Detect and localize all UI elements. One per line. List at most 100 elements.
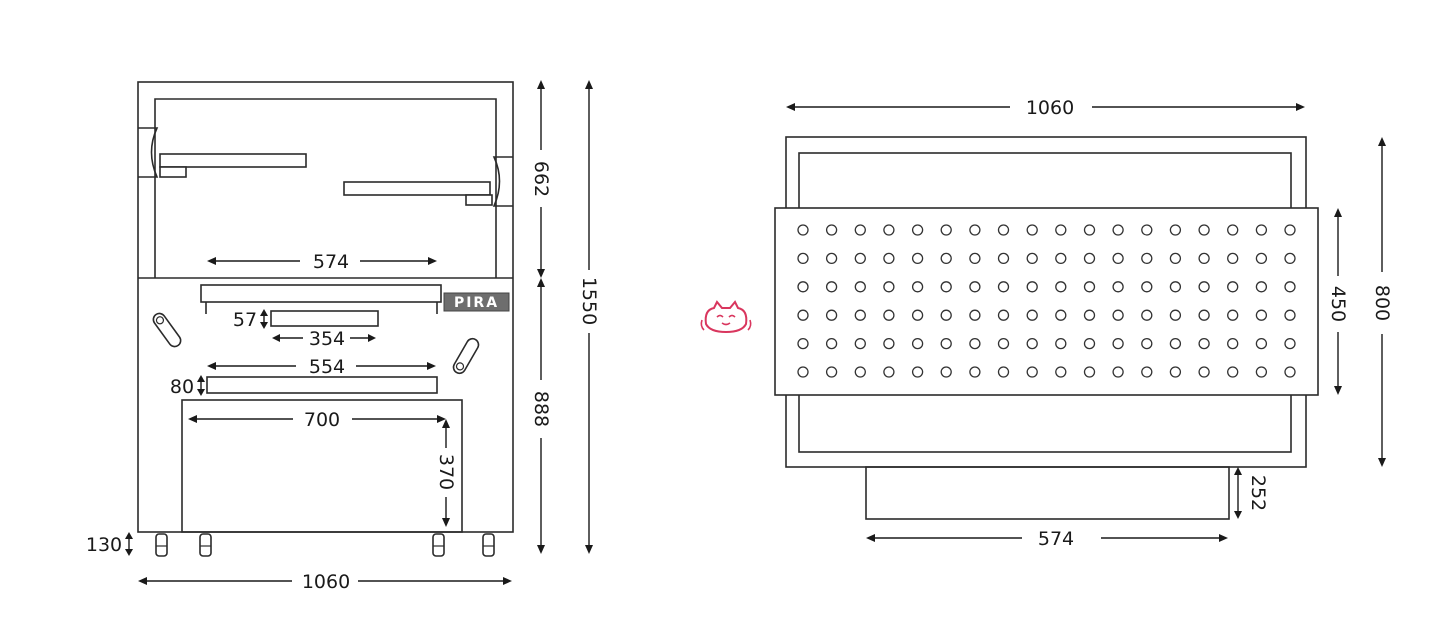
dim-front-panel-height: 80: [170, 375, 205, 398]
door-panel: [181, 399, 463, 533]
grill-hole: [969, 252, 981, 265]
dim-label-door-width: 700: [304, 409, 340, 431]
dim-front-panel-width: 554: [207, 356, 436, 378]
grill-hole: [1198, 309, 1210, 321]
grill-hole: [825, 252, 838, 265]
grill-hole: [883, 309, 895, 321]
grill-hole: [1227, 281, 1239, 293]
grill-hole: [1083, 366, 1096, 378]
grill-hole: [797, 366, 809, 378]
drawer-slot: [270, 310, 379, 327]
grill-hole: [1255, 337, 1268, 350]
dim-top-grill-depth: 450: [1327, 208, 1349, 395]
grill-hole: [997, 281, 1010, 293]
dim-label-top-depth: 800: [1371, 285, 1393, 321]
dim-label-top-width: 1060: [1026, 97, 1074, 119]
grill-hole: [1198, 366, 1210, 378]
dim-label-lower-height: 888: [530, 391, 552, 427]
dim-front-drawer-height: 57: [233, 309, 268, 331]
grill-hole: [1026, 281, 1038, 293]
grill-hole: [1141, 366, 1153, 378]
dim-front-overall-height: 1550: [578, 80, 600, 554]
panel-slot: [206, 376, 438, 394]
grill-hole: [969, 281, 981, 293]
grill-hole: [969, 224, 981, 236]
grill-hole: [825, 309, 838, 321]
dim-front-drawer-width: 354: [272, 328, 376, 350]
caster-3: [432, 533, 445, 557]
left-shelf-clip: [159, 166, 187, 178]
grill-hole: [1169, 252, 1182, 265]
grill-hole: [1083, 224, 1096, 236]
grill-hole: [997, 252, 1010, 265]
grill-hole: [1055, 366, 1067, 378]
grill-hole: [1026, 366, 1038, 378]
grill-hole: [1198, 337, 1210, 350]
grill-hole: [797, 281, 809, 293]
front-view: PIRA: [86, 80, 600, 593]
grill-hole: [969, 337, 981, 350]
grill-hole: [883, 252, 895, 265]
grill-hole: [883, 337, 895, 350]
dim-top-overall-depth: 800: [1371, 137, 1393, 467]
grill-hole: [883, 366, 895, 378]
grill-hole: [1141, 337, 1153, 350]
grill-hole: [883, 281, 895, 293]
grill-hole: [997, 224, 1010, 236]
grill-hole: [1284, 337, 1296, 350]
grill-hole: [1169, 224, 1182, 236]
grill-hole: [911, 252, 924, 265]
dim-front-leg-height: 130: [86, 532, 133, 556]
caster-2: [199, 533, 212, 557]
grill-hole: [1169, 309, 1182, 321]
caster-1: [155, 533, 168, 557]
left-shelf: [159, 153, 307, 168]
grill-hole: [854, 309, 866, 321]
grill-hole: [940, 309, 952, 321]
grill-hole: [1227, 366, 1239, 378]
grill-hole: [1227, 224, 1239, 236]
grill-hole: [797, 309, 809, 321]
grill-hole: [797, 252, 809, 265]
grill-hole: [911, 224, 924, 236]
grill-hole: [997, 366, 1010, 378]
dim-label-drawer-height: 57: [233, 309, 257, 331]
dim-top-tray-depth: 252: [1234, 467, 1269, 519]
grill-hole: [1227, 252, 1239, 265]
dim-label-panel-height: 80: [170, 376, 194, 398]
grill-plate: [774, 207, 1319, 396]
grill-hole: [1255, 224, 1268, 236]
right-shelf-bracket: [492, 156, 513, 207]
top-view: 1060 574 252 450: [774, 97, 1393, 550]
dim-label-overall-width: 1060: [302, 571, 350, 593]
grill-hole: [911, 337, 924, 350]
grill-hole: [1284, 281, 1296, 293]
grill-hole: [1083, 252, 1096, 265]
grill-hole: [1083, 309, 1096, 321]
grill-hole: [911, 309, 924, 321]
dim-front-shelf-width: 574: [207, 251, 437, 273]
grill-hole: [1169, 337, 1182, 350]
dim-label-upper-height: 662: [530, 161, 552, 197]
grill-hole: [1255, 366, 1268, 378]
grill-hole: [1141, 309, 1153, 321]
grill-hole: [940, 252, 952, 265]
grill-hole: [997, 309, 1010, 321]
grill-hole: [825, 337, 838, 350]
grill-hole: [911, 366, 924, 378]
dim-label-overall-height: 1550: [578, 277, 600, 325]
grill-hole: [1284, 309, 1296, 321]
grill-hole: [940, 337, 952, 350]
right-shelf: [343, 181, 491, 196]
grill-hole: [1112, 366, 1124, 378]
dim-label-tray-width: 574: [1038, 528, 1074, 550]
dim-front-door-width: 700: [188, 409, 446, 431]
drip-tray: [865, 466, 1230, 520]
grill-hole: [797, 224, 809, 236]
cat-face-icon: [700, 300, 752, 334]
dim-label-tray-depth: 252: [1247, 475, 1269, 511]
grill-hole: [825, 224, 838, 236]
grill-hole: [969, 309, 981, 321]
grill-hole: [1026, 309, 1038, 321]
